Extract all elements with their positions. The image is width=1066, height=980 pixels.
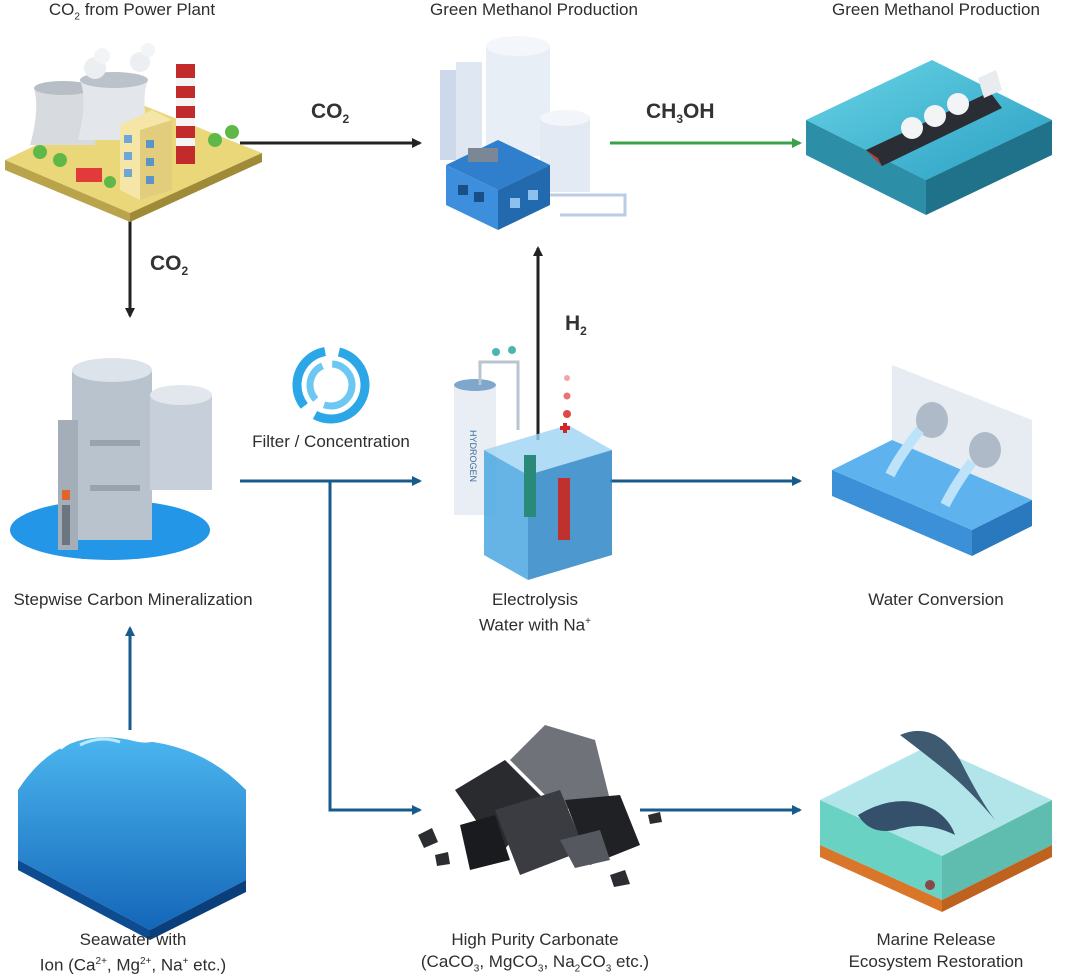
power-plant-label-rest: from Power Plant: [79, 0, 216, 19]
flow-co2-right-main: CO: [311, 100, 343, 123]
power-plant-label: CO2 from Power Plant: [22, 0, 242, 28]
flow-ch3oh: CH3OH: [646, 100, 715, 126]
factory-icon: [440, 36, 627, 230]
flow-co2-right-sub: 2: [342, 112, 350, 127]
flow-h2-up-sub: 2: [580, 324, 587, 339]
power-plant-label-main: CO: [48, 0, 75, 19]
flow-co2-right: CO2: [311, 100, 349, 126]
carbonate-rocks-icon: [418, 725, 662, 887]
water-conversion-label: Water Conversion: [868, 590, 1004, 609]
marine-label: Marine Release Ecosystem Restoration: [830, 929, 1042, 973]
seawater-wave-icon: [18, 730, 246, 940]
filter-label: Filter / Concentration: [252, 432, 410, 451]
tanker-ship-icon: [806, 60, 1052, 215]
methanol-ship-label: Green Methanol Production: [832, 0, 1040, 19]
carbonate-s1: 3: [473, 963, 480, 975]
carbonate-s3: 2: [574, 963, 581, 975]
ion-mg-sup: 2+: [139, 956, 152, 967]
carbonate-p5: etc.): [611, 952, 650, 971]
hydrogen-tank-text: HYDROGEN: [468, 430, 478, 482]
seawater-label-line1: Seawater with: [79, 930, 187, 949]
carbonate-p1: (CaCO: [420, 952, 474, 971]
flow-ch3oh-a: CH: [646, 100, 677, 123]
seawater-ions: Ion (Ca2+, Mg2+, Na+ etc.): [0, 951, 266, 977]
mineralization-tower-icon: [10, 358, 212, 560]
carbonate-p4: CO: [580, 952, 606, 971]
ion-ca: Ion (Ca: [39, 955, 96, 975]
methanol-production-label: Green Methanol Production: [430, 0, 638, 19]
marine-label-line2: Ecosystem Restoration: [848, 952, 1024, 971]
seawater-label: Seawater with Ion (Ca2+, Mg2+, Na+ etc.): [0, 929, 266, 977]
power-plant-label-sub: 2: [74, 11, 80, 23]
marine-label-line1: Marine Release: [876, 930, 996, 949]
flow-h2-up: H2: [565, 312, 587, 338]
mineralization-label: Stepwise Carbon Mineralization: [13, 590, 253, 609]
flow-h2-up-main: H: [565, 312, 581, 335]
dolphin-icon: [820, 730, 1052, 912]
electrolysis-label: Electrolysis Water with Na+: [440, 589, 630, 637]
flow-co2-down-main: CO: [150, 252, 182, 275]
flow-co2-down-sub: 2: [181, 264, 189, 279]
flow-ch3oh-c: OH: [683, 100, 715, 123]
flow-ch3oh-b: 3: [676, 112, 684, 127]
electrolysis-label-line2: Water with Na+: [440, 611, 630, 637]
carbonate-label: High Purity Carbonate (CaCO3, MgCO3, Na2…: [400, 929, 670, 980]
electrolysis-label-line2-sup: +: [585, 616, 591, 627]
power-plant-icon: [5, 43, 262, 222]
ion-na: , Na: [151, 955, 183, 975]
ion-tail: etc.): [188, 955, 227, 975]
outflow-pipes-icon: [832, 365, 1032, 556]
flow-co2-down: CO2: [150, 252, 188, 278]
carbonate-s2: 3: [537, 963, 544, 975]
carbonate-p2: , MgCO: [479, 952, 538, 971]
arrow-mineral-to-carbonate: [328, 481, 422, 815]
electrolysis-label-line2-main: Water with Na: [479, 615, 586, 635]
carbonate-s4: 3: [605, 963, 612, 975]
electrolysis-tank-icon: HYDROGEN: [454, 346, 612, 580]
ion-na-sup: +: [182, 956, 189, 967]
arrows: [125, 138, 802, 815]
carbonate-formula: (CaCO3, MgCO3, Na2CO3 etc.): [400, 951, 670, 980]
ion-ca-sup: 2+: [95, 956, 107, 967]
ion-mg: , Mg: [106, 955, 140, 975]
carbonate-p3: , Na: [543, 952, 575, 971]
electrolysis-label-line1: Electrolysis: [492, 590, 578, 609]
filter-ring-icon: [292, 346, 370, 424]
carbonate-label-line1: High Purity Carbonate: [451, 930, 619, 949]
